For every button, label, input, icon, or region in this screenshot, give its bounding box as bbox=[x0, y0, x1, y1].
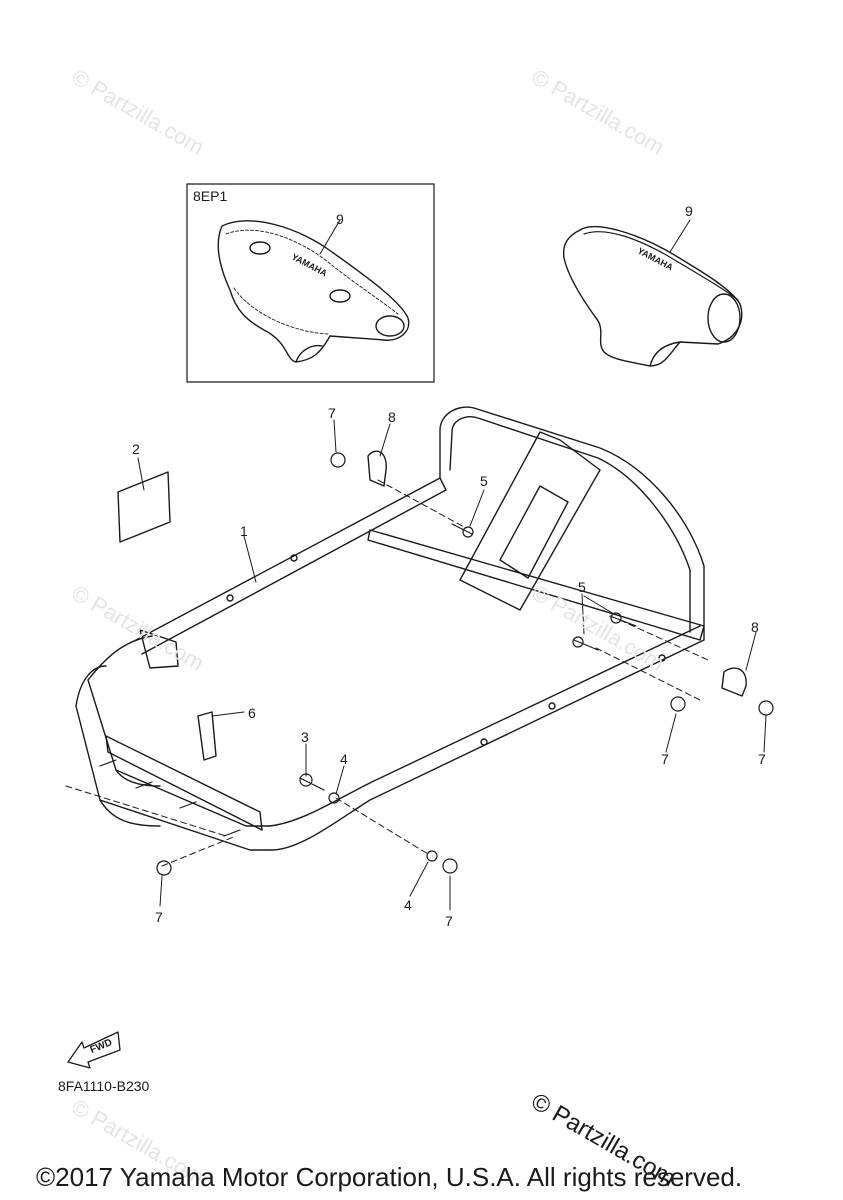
inset-label: 8EP1 bbox=[193, 188, 228, 204]
decal bbox=[117, 471, 171, 543]
callout-4: 4 bbox=[340, 751, 348, 767]
callout-7: 7 bbox=[155, 909, 163, 925]
callout-9: 9 bbox=[336, 211, 344, 227]
callout-5: 5 bbox=[578, 579, 586, 595]
grab-handle-inset bbox=[217, 220, 410, 363]
copyright-notice: ©2017 Yamaha Motor Corporation, U.S.A. A… bbox=[36, 1162, 743, 1192]
leader-lines bbox=[137, 219, 767, 911]
fasteners bbox=[99, 452, 774, 876]
assembly-lines bbox=[65, 479, 709, 867]
callout-8: 8 bbox=[751, 619, 759, 635]
callout-7: 7 bbox=[758, 751, 766, 767]
strap-clip bbox=[197, 711, 217, 761]
callout-7: 7 bbox=[445, 913, 453, 929]
callout-6: 6 bbox=[248, 705, 256, 721]
carrier-frame bbox=[75, 406, 705, 851]
callout-3: 3 bbox=[301, 729, 309, 745]
diagram-code: 8FA1110-B230 bbox=[58, 1078, 150, 1094]
inset-box bbox=[186, 183, 435, 383]
hook-brackets bbox=[367, 450, 747, 697]
callout-8: 8 bbox=[388, 409, 396, 425]
callout-7: 7 bbox=[328, 405, 336, 421]
callout-4: 4 bbox=[404, 897, 412, 913]
callout-7: 7 bbox=[661, 751, 669, 767]
callout-1: 1 bbox=[240, 523, 248, 539]
grab-handle bbox=[562, 226, 743, 367]
fwd-arrow-icon bbox=[67, 1031, 121, 1069]
callout-9: 9 bbox=[685, 203, 693, 219]
callout-5: 5 bbox=[480, 473, 488, 489]
callout-2: 2 bbox=[132, 441, 140, 457]
